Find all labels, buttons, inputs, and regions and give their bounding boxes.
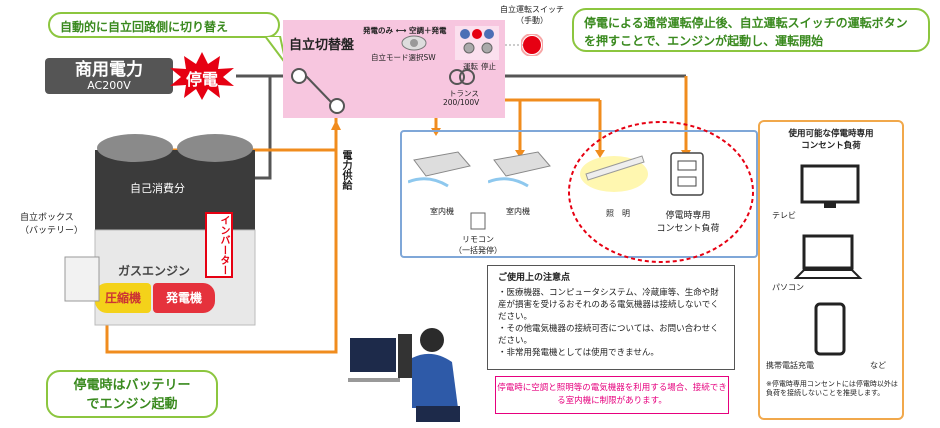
warning-note: 停電時に空調と照明等の電気機器を利用する場合、接続できる室内機に制限があります。: [495, 376, 729, 414]
generator-label: 発電機: [153, 283, 215, 313]
panel-buttons: [455, 26, 499, 60]
transformer-icon: [449, 69, 475, 85]
run-label: 運転: [463, 62, 478, 71]
outlet-line2: コンセント負荷: [656, 224, 720, 234]
indoor-unit-2-label: 室内機: [506, 207, 530, 216]
stop-button[interactable]: [481, 42, 493, 54]
battery-box-line2: （バッテリー）: [20, 226, 84, 236]
outage-loads-panel: 使用可能な停電時専用 コンセント負荷 テレビ パソコン 携帯電話充電 など ※停…: [758, 120, 904, 420]
tv-icon: [800, 164, 860, 208]
self-run-switch-label: 自立運転スイッチ （手動）: [492, 4, 572, 26]
remote-label: リモコン （一括発停）: [452, 234, 504, 256]
panel-mode-select: 自立モード選択SW: [371, 53, 436, 62]
indoor-unit-1-icon: [408, 151, 471, 188]
indicator-blue-2: [484, 29, 494, 39]
notes-title: ご使用上の注意点: [498, 273, 571, 283]
commercial-power-box: 商用電力 AC200V: [45, 58, 173, 94]
outlet-label: 停電時専用 コンセント負荷: [650, 208, 726, 234]
inverter-label: インバーター: [205, 212, 233, 278]
self-consumption-label: 自己消費分: [130, 182, 185, 195]
battery-box-line1: 自立ボックス: [20, 213, 74, 223]
outage-loads-oval: [568, 121, 754, 263]
battery-box-label: 自立ボックス （バッテリー）: [20, 210, 83, 236]
outlet-icon: [670, 152, 704, 196]
switch-symbol-icon: [291, 68, 345, 114]
transformer-voltage: 200/100V: [443, 98, 480, 107]
supply-line-loop: [105, 140, 338, 354]
lighting-icon: [580, 155, 648, 192]
stop-label: 停止: [481, 62, 496, 71]
supply-label: 電力供給: [340, 150, 351, 190]
mode-switch-icon[interactable]: [401, 35, 427, 51]
run-button[interactable]: [463, 42, 475, 54]
panel-mode-label: 発電のみ ⟷ 空調＋発電: [363, 26, 447, 35]
notes-item-2: ・その他電気機器の接続可否については、お問い合わせください。: [498, 324, 719, 346]
arrow-down-2: [515, 150, 525, 158]
indicator-red: [472, 29, 482, 39]
pc-label: パソコン: [772, 283, 804, 292]
arrow-down-3: [595, 150, 605, 158]
loads-note: ※停電時専用コンセントには停電時以外は負荷を接続しないことを推奨します。: [766, 380, 898, 397]
remote-icon: [470, 212, 486, 230]
self-switch-panel: 自立切替盤 発電のみ ⟷ 空調＋発電 自立モード選択SW 運転 停止 トランス …: [283, 20, 505, 118]
outage-burst-icon: [170, 52, 234, 100]
usage-notes: ご使用上の注意点 ・医療機器、コンピュータシステム、冷蔵庫等、生命や財産が損害を…: [487, 265, 735, 370]
battery-box-icon: [64, 256, 100, 302]
callout-self-run: 停電による通常運転停止後、自立運転スイッチの運転ボタンを押すことで、エンジンが起…: [572, 8, 930, 52]
remote-line2: （一括発停）: [454, 246, 502, 255]
indoor-unit-1-label: 室内機: [430, 207, 454, 216]
callout-battery-start: 停電時はバッテリー でエンジン起動: [46, 370, 218, 418]
notes-item-3: ・非常用発電機としては使用できません。: [498, 348, 659, 358]
outage-label: 停電: [185, 70, 218, 89]
arrow-up-3: [331, 120, 341, 130]
loads-title: 使用可能な停電時専用 コンセント負荷: [760, 127, 902, 151]
callout-battery-line1: 停電時はバッテリー: [73, 378, 191, 393]
commercial-voltage: AC200V: [87, 79, 131, 92]
transformer-label: トランス: [449, 89, 479, 98]
self-run-switch-line2: （手動）: [516, 16, 548, 25]
loads-title-line1: 使用可能な停電時専用: [788, 129, 874, 139]
gas-engine-label: ガスエンジン: [118, 264, 191, 278]
etc-label: など: [870, 361, 886, 370]
pc-icon: [793, 234, 863, 279]
callout-auto-switch: 自動的に自立回路側に切り替え: [48, 12, 280, 38]
phone-icon: [814, 302, 846, 356]
tv-label: テレビ: [772, 211, 796, 220]
lighting-label: 照 明: [606, 209, 630, 218]
self-run-switch-line1: 自立運転スイッチ: [500, 5, 564, 14]
self-run-button-icon[interactable]: [521, 34, 543, 56]
remote-line1: リモコン: [462, 235, 494, 244]
outlet-line1: 停電時専用: [665, 211, 711, 221]
commercial-title: 商用電力: [75, 60, 143, 80]
indoor-equipment-box: [400, 130, 758, 258]
panel-title: 自立切替盤: [289, 38, 355, 53]
indoor-unit-2-icon: [488, 151, 551, 188]
callout-battery-line2: でエンジン起動: [86, 397, 178, 412]
phone-label: 携帯電話充電: [766, 361, 814, 370]
notes-item-1: ・医療機器、コンピュータシステム、冷蔵庫等、生命や財産が損害を受けるおそれのある…: [498, 288, 719, 322]
indicator-blue: [460, 29, 470, 39]
person-at-computer-image: [348, 328, 460, 422]
compressor-label: 圧縮機: [95, 283, 151, 313]
loads-title-line2: コンセント負荷: [801, 141, 861, 151]
